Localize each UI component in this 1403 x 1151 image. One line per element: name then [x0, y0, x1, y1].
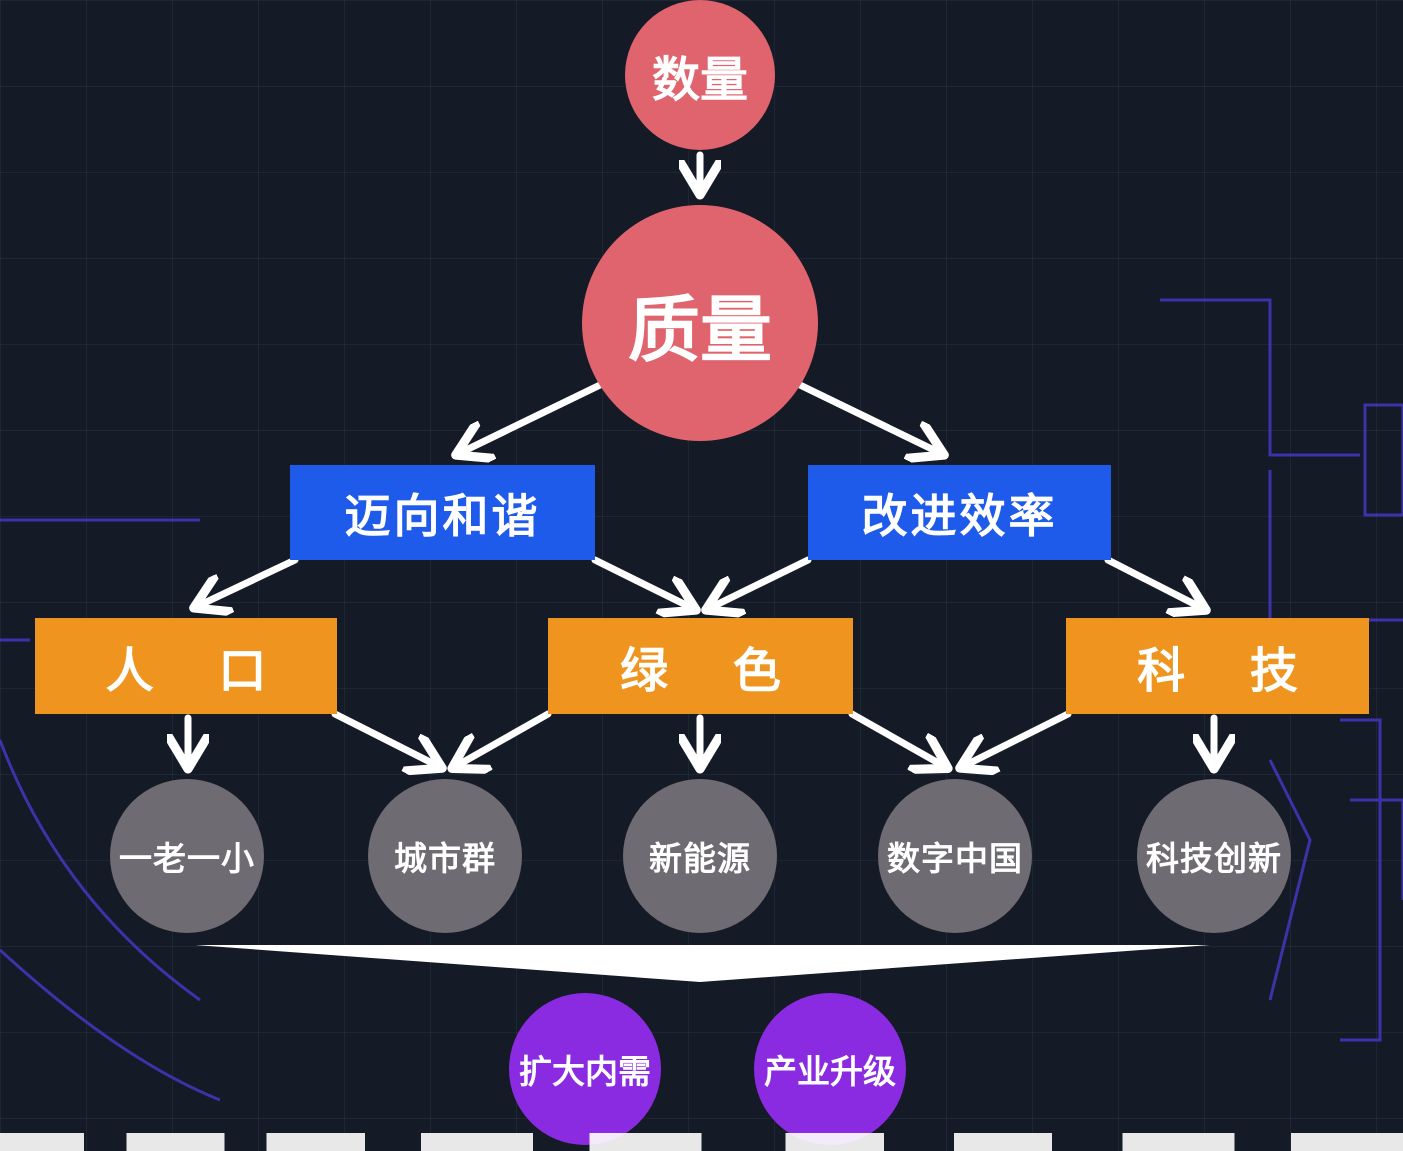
node-xinnengyuan: 新能源 — [623, 779, 777, 933]
arrow-gaijin-lvse — [712, 556, 812, 607]
arrow-keji-shuzi — [966, 710, 1072, 765]
node-shuzi-zhongguo: 数字中国 — [878, 779, 1032, 933]
arrow-zhiliang-maixiang — [462, 381, 604, 452]
arrow-maixiang-lvse — [591, 556, 690, 607]
node-maixiang-hexie: 迈向和谐 — [290, 465, 595, 560]
arrow-lvse-shuzi — [848, 710, 942, 765]
node-keji-chuangxin: 科技创新 — [1137, 779, 1291, 933]
node-zhiliang: 质量 — [582, 205, 818, 441]
arrow-renkou-chengshi — [331, 710, 436, 765]
node-chanye-shengji: 产业升级 — [754, 993, 906, 1145]
arrow-gaijin-keji — [1104, 556, 1200, 607]
arrow-zhiliang-gaijin — [796, 381, 938, 452]
cropped-subtitle-strip — [0, 1133, 1403, 1151]
node-shuliang: 数量 — [625, 0, 775, 150]
node-lvse: 绿 色 — [548, 618, 853, 714]
node-chengshiqun: 城市群 — [368, 779, 522, 933]
node-keji: 科 技 — [1066, 618, 1369, 714]
node-kuoda-neixu: 扩大内需 — [509, 993, 661, 1145]
node-yilao-yixiao: 一老一小 — [110, 779, 264, 933]
arrow-maixiang-renkou — [200, 556, 299, 605]
arrow-lvse-chengshi — [458, 710, 552, 765]
funnel-pointer — [195, 945, 1210, 982]
node-renkou: 人 口 — [35, 618, 337, 714]
node-gaijin-xiaolv: 改进效率 — [808, 465, 1111, 560]
